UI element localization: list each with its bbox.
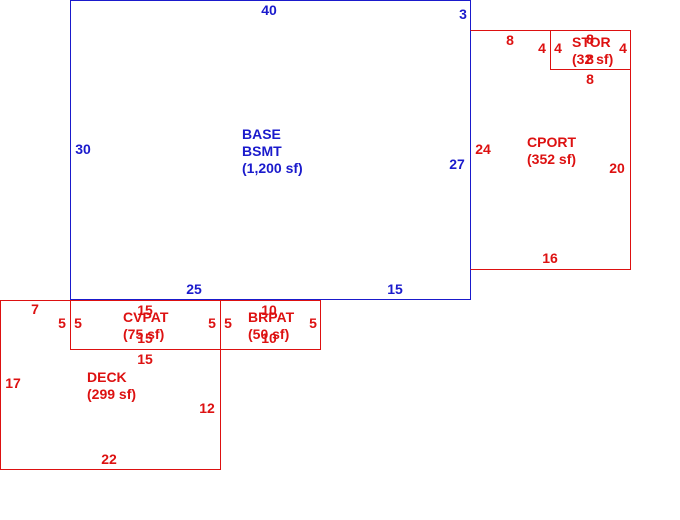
dim-cvpat-top: 15 [137, 302, 153, 318]
base-area-label-line2: BSMT [242, 143, 282, 159]
deck-outline [0, 300, 221, 470]
dim-cvpat-right-inner: 5 [208, 315, 216, 331]
dim-storage-bottom: 8 [586, 71, 594, 87]
brick-patio-area-size: (50 sf) [248, 326, 289, 342]
dim-storage-top: 8 [586, 31, 594, 47]
dim-storage-left-outer: 4 [538, 40, 546, 56]
dim-deck-left: 17 [5, 375, 21, 391]
dim-carport-left: 24 [475, 141, 491, 157]
deck-area-size: (299 sf) [87, 386, 136, 402]
dim-brpat-right: 5 [309, 315, 317, 331]
base-area-label-line1: BASE [242, 126, 281, 142]
dim-base-top-right: 3 [459, 6, 467, 22]
dim-carport-right: 20 [609, 160, 625, 176]
dim-base-left: 30 [75, 141, 91, 157]
dim-base-top: 40 [261, 2, 277, 18]
dim-base-bottom-left: 25 [186, 281, 202, 297]
dim-deck-top: 7 [31, 301, 39, 317]
dim-brpat-bottom: 10 [261, 330, 277, 346]
dim-cvpat-left-inner: 5 [74, 315, 82, 331]
storage-area-size: (32 sf) [572, 51, 613, 67]
carport-area-label: CPORT [527, 134, 576, 150]
dim-deck-right: 12 [199, 400, 215, 416]
dim-base-right: 27 [449, 156, 465, 172]
dim-storage-inner: 8 [586, 51, 594, 67]
base-basement-outline [70, 0, 471, 300]
dim-cvpat-left-outer: 5 [58, 315, 66, 331]
storage-outline [550, 30, 631, 70]
brick-patio-area-label: BRPAT [248, 309, 295, 325]
covered-patio-area-label: CVPAT [123, 309, 169, 325]
dim-deck-top-right: 15 [137, 351, 153, 367]
dim-base-bottom-right: 15 [387, 281, 403, 297]
dim-carport-bottom: 16 [542, 250, 558, 266]
dim-storage-right: 4 [619, 40, 627, 56]
dim-cvpat-bottom: 15 [137, 330, 153, 346]
dim-storage-left-inner: 4 [554, 40, 562, 56]
dim-deck-bottom: 22 [101, 451, 117, 467]
carport-area-size: (352 sf) [527, 151, 576, 167]
storage-area-label: STOR [572, 34, 611, 50]
covered-patio-area-size: (75 sf) [123, 326, 164, 342]
brick-patio-outline [220, 300, 321, 350]
dim-brpat-top: 10 [261, 302, 277, 318]
base-area-size: (1,200 sf) [242, 160, 303, 176]
deck-area-label: DECK [87, 369, 127, 385]
dim-brpat-left: 5 [224, 315, 232, 331]
dim-carport-top: 8 [506, 32, 514, 48]
